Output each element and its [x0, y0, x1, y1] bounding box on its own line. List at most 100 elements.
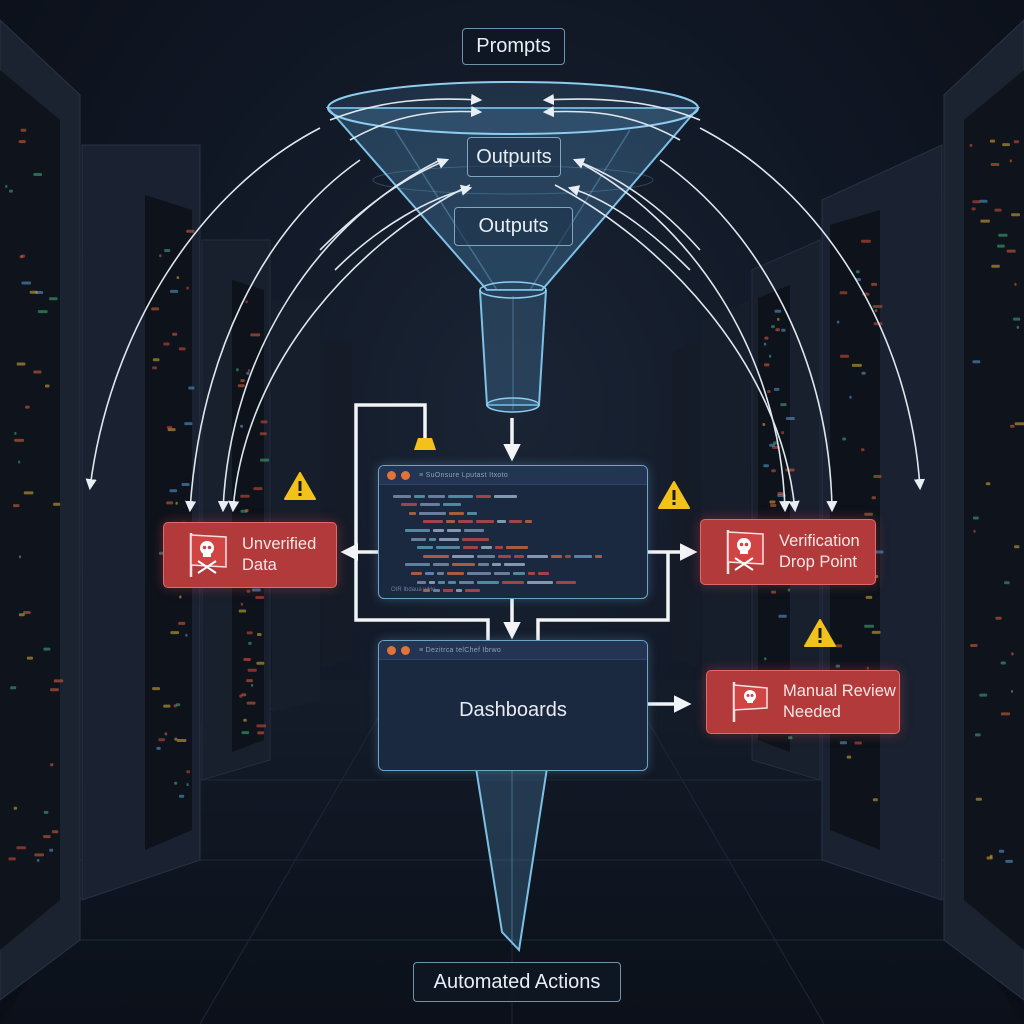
- code-line: [389, 589, 637, 594]
- rack-led: [874, 309, 878, 313]
- rack-led: [873, 475, 882, 478]
- rack-led: [872, 798, 878, 802]
- rack-led: [29, 290, 38, 294]
- rack-led: [169, 489, 178, 493]
- rack-led: [871, 496, 876, 500]
- rack-led: [1011, 689, 1013, 693]
- rack-led: [975, 797, 982, 801]
- rack-led: [246, 589, 251, 593]
- rack-led: [238, 609, 247, 613]
- alert-manual-review-needed: Manual Review Needed: [706, 670, 900, 734]
- rack-led: [991, 264, 1000, 268]
- rack-led: [864, 624, 874, 628]
- rack-led: [175, 703, 181, 707]
- prompts-label: Prompts: [462, 28, 565, 65]
- rack-led: [9, 189, 13, 193]
- rack-led: [767, 390, 771, 393]
- rack-led: [37, 310, 48, 314]
- rack-led: [973, 529, 976, 533]
- rack-led: [185, 633, 188, 637]
- alert-line1: Verification: [779, 532, 860, 550]
- rack-led: [23, 491, 34, 495]
- rack-led: [14, 438, 25, 442]
- rack-led: [13, 806, 18, 810]
- code-line: [389, 554, 637, 560]
- rack-led: [764, 657, 767, 661]
- rack-led: [860, 448, 865, 452]
- rack-led: [50, 688, 59, 692]
- rack-led: [25, 405, 30, 409]
- rack-led: [246, 679, 253, 683]
- rack-led: [836, 320, 840, 324]
- rack-led: [861, 371, 866, 375]
- rack-led: [18, 140, 26, 144]
- rack-led: [1014, 282, 1017, 286]
- warning-triangle-icon: [284, 472, 316, 500]
- rack-led: [49, 848, 54, 852]
- alert-text: Manual Review Needed: [783, 681, 896, 723]
- rack-led: [164, 249, 171, 252]
- rack-led: [854, 741, 862, 745]
- rack-led: [18, 613, 25, 617]
- rack-led: [21, 281, 31, 285]
- rack-led: [1002, 143, 1010, 147]
- rack-led: [5, 184, 8, 188]
- skull-flag-icon: [732, 682, 768, 722]
- rack-led: [997, 244, 1005, 248]
- alert-verification-drop-point: Verification Drop Point: [700, 519, 876, 585]
- rack-led: [8, 857, 16, 861]
- funnel-stage-1: Outpuıts: [467, 137, 561, 177]
- rack-led: [166, 501, 174, 505]
- rack-led: [33, 370, 42, 374]
- rack-led: [172, 332, 178, 336]
- rack-led: [257, 633, 262, 636]
- rack-led: [49, 297, 58, 301]
- rack-led: [43, 810, 49, 814]
- rack-led: [969, 143, 973, 147]
- rack-led: [1014, 545, 1020, 549]
- rack-led: [771, 469, 776, 473]
- rack-led: [780, 403, 787, 407]
- rack-led: [256, 724, 267, 728]
- alert-unverified-data: Unverified Data: [163, 522, 337, 588]
- rack-led: [163, 342, 170, 346]
- rack-led: [245, 300, 248, 304]
- rack-led: [170, 631, 180, 635]
- rack-led: [186, 770, 190, 774]
- skull-flag-icon: [189, 533, 227, 577]
- rack-led: [775, 328, 780, 332]
- code-window: ≡ SuOnsure Lputast Itxoto OIR Ibdaua wHo: [378, 465, 648, 599]
- rack-led: [240, 424, 244, 428]
- connectors: [340, 403, 698, 713]
- rack-led: [179, 595, 182, 599]
- rack-led: [156, 746, 161, 750]
- rack-led: [1013, 317, 1021, 321]
- dashboard-window-title: ≡ Dezitrca telChef Ibrwo: [419, 646, 502, 654]
- rack-led: [248, 641, 252, 645]
- rack-led: [152, 358, 160, 362]
- rack-led: [972, 360, 981, 364]
- code-line: [389, 520, 637, 525]
- rack-led: [1006, 249, 1016, 253]
- rack-led: [246, 631, 253, 635]
- dashboard-window-titlebar: ≡ Dezitrca telChef Ibrwo: [379, 641, 647, 660]
- code-line: [389, 528, 637, 534]
- rack-led: [163, 704, 171, 708]
- rack-led: [785, 417, 795, 420]
- rack-led: [53, 679, 64, 683]
- rack-led: [188, 386, 195, 390]
- rack-led: [159, 254, 162, 258]
- warning-triangle-icon: [804, 619, 836, 647]
- rack-led: [972, 200, 981, 204]
- rack-led: [151, 307, 160, 311]
- rack-led: [23, 611, 31, 614]
- window-dot: [401, 470, 410, 480]
- rack-led: [241, 731, 250, 735]
- code-line: [389, 571, 637, 577]
- rack-led: [1010, 424, 1015, 428]
- skull-flag-icon: [726, 530, 764, 574]
- rack-led: [842, 437, 846, 441]
- rack-led: [250, 333, 261, 337]
